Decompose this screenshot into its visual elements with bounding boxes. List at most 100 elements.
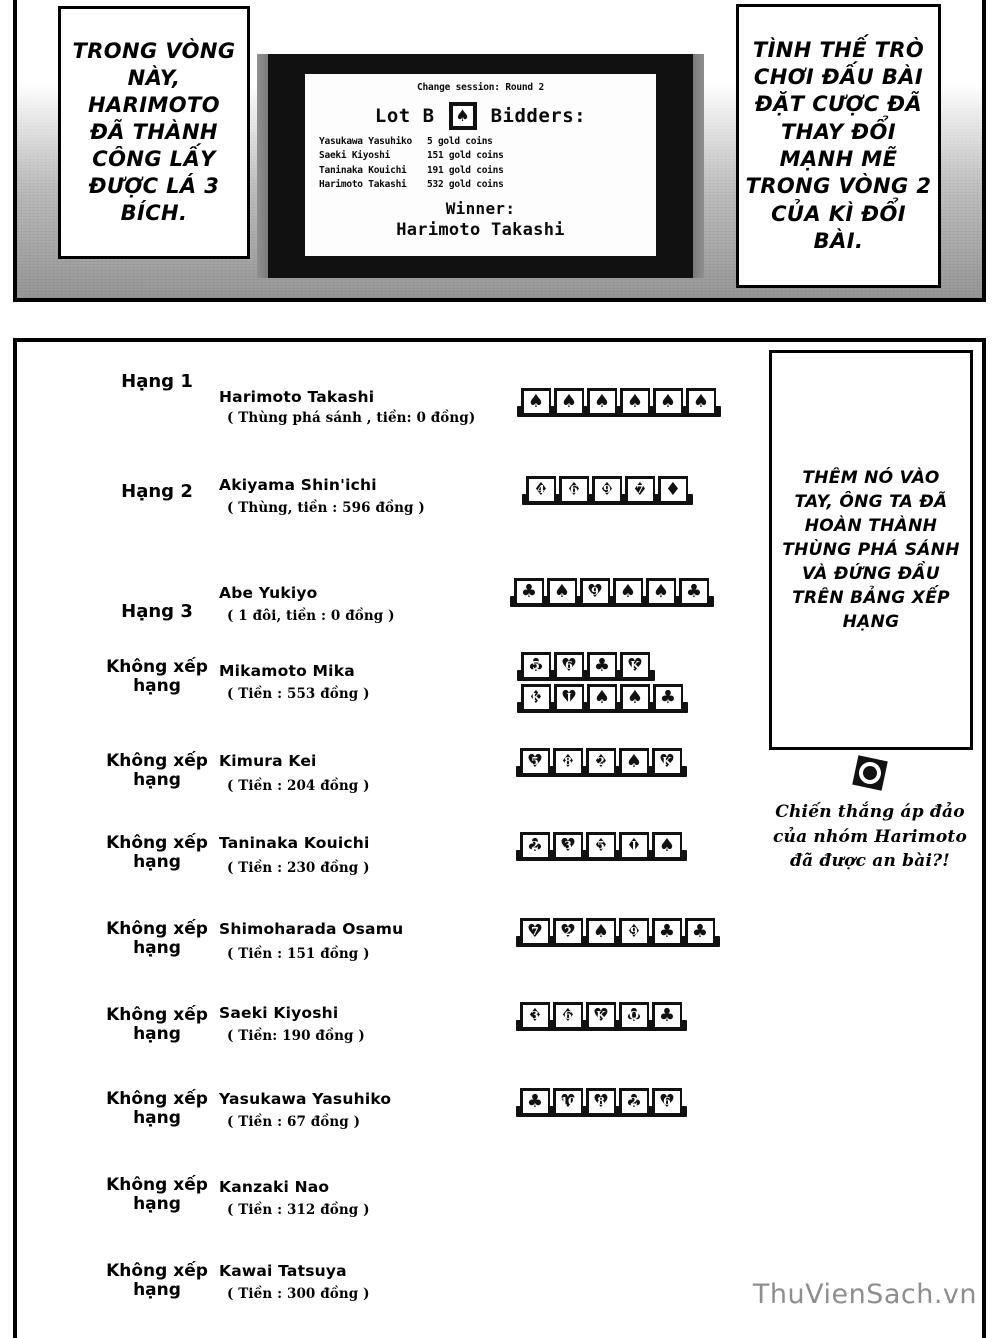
playing-card: ♠ [547, 578, 577, 605]
player-detail: ( Tiền: 190 đồng ) [227, 1028, 365, 1044]
playing-card: ♥9 [580, 578, 610, 605]
card-hand: ♥7♥2♠♦9♣♣ [516, 918, 720, 947]
diamond-suit-icon: ♦ [592, 750, 610, 772]
playing-card: ♦7 [625, 476, 655, 503]
playing-card: ♣ [587, 652, 617, 679]
card-hand: ♣♥10♥8♣2♥6 [516, 1088, 687, 1117]
diamond-suit-icon: ♦ [664, 478, 682, 500]
card-rank: 8 [597, 1095, 605, 1108]
player-name: Abe Yukiyo [219, 584, 318, 602]
card-rank: 2 [531, 839, 539, 852]
rank-label: Không xếp hạng [106, 1261, 208, 1301]
playing-card: ♠ [653, 388, 683, 415]
heart-suit-icon: ♥ [658, 1090, 676, 1112]
playing-card: ♣ [520, 1088, 550, 1115]
heart-suit-icon: ♥ [526, 920, 544, 942]
playing-card: ♠ [619, 748, 649, 775]
playing-card: ♥K [620, 652, 650, 679]
outcome-text: Chiến thắng áp đảo của nhóm Harimoto đã … [772, 802, 968, 872]
player-detail: ( Tiền : 553 đồng ) [227, 686, 370, 702]
player-name: Kawai Tatsuya [219, 1262, 347, 1280]
card-holder [517, 670, 655, 681]
card-holder [516, 936, 720, 947]
bidder-row: Saeki Kiyoshi 151 gold coins [319, 149, 652, 163]
playing-card: ♣ [652, 918, 682, 945]
heart-suit-icon: ♥ [560, 654, 578, 676]
player-name: Kimura Kei [219, 752, 317, 770]
playing-card: ♠ [652, 832, 682, 859]
club-suit-icon: ♣ [593, 654, 611, 676]
spade-suit-icon: ♠ [560, 390, 578, 412]
bidder-name: Saeki Kiyoshi [319, 150, 391, 162]
card-rank: 9 [603, 483, 611, 496]
caption-box-right: TÌNH THẾ TRÒ CHƠI ĐẤU BÀI ĐẶT CƯỢC ĐÃ TH… [736, 4, 941, 288]
heart-suit-icon: ♥ [658, 750, 676, 772]
player-name: Mikamoto Mika [219, 662, 355, 680]
card-rank: 2 [564, 925, 572, 938]
playing-card: ♠ [554, 388, 584, 415]
spade-suit-icon: ♠ [625, 750, 643, 772]
playing-card: ♠ [587, 684, 617, 711]
card-rank: K [596, 1009, 606, 1022]
diamond-suit-icon: ♦ [631, 478, 649, 500]
card-rank: 7 [531, 925, 539, 938]
lot-header-row: Lot B ♠ Bidders: [305, 102, 656, 130]
card-rank: 6 [663, 1095, 671, 1108]
card-holder [517, 406, 721, 417]
playing-card: ♥6 [554, 652, 584, 679]
outcome-block: Chiến thắng áp đảo của nhóm Harimoto đã … [760, 755, 980, 874]
player-detail: ( Tiền : 300 đồng ) [227, 1286, 370, 1302]
rank-label: Không xếp hạng [106, 833, 208, 873]
spade-suit-icon: ♠ [527, 390, 545, 412]
card-rank: 4 [537, 483, 545, 496]
playing-card: ♠ [686, 388, 716, 415]
rank-label: Không xếp hạng [106, 1005, 208, 1045]
heart-suit-icon: ♥ [559, 1090, 577, 1112]
diamond-suit-icon: ♦ [625, 834, 643, 856]
spade-suit-icon: ♠ [626, 390, 644, 412]
playing-card: ♥J [554, 684, 584, 711]
player-name: Taninaka Kouichi [219, 834, 370, 852]
caption-hand-text: THÊM NÓ VÀO TAY, ÔNG TA ĐÃ HOÀN THÀNH TH… [782, 467, 960, 633]
watermark: ThuVienSach.vn [752, 1279, 977, 1310]
card-hand: ♣♠♥9♠♠♣ [510, 578, 714, 607]
card-rank: 10 [560, 1095, 576, 1108]
player-detail: ( Tiền : 312 đồng ) [227, 1202, 370, 1218]
player-name: Shimoharada Osamu [219, 920, 404, 938]
playing-card: ♦3 [520, 1002, 550, 1029]
diamond-suit-icon: ♦ [559, 750, 577, 772]
playing-card: ♥3 [553, 832, 583, 859]
card-rank: 5 [532, 659, 540, 672]
heart-suit-icon: ♥ [626, 654, 644, 676]
spade-suit-icon: ♠ [626, 686, 644, 708]
heart-suit-icon: ♥ [592, 1004, 610, 1026]
playing-card: ♦J [619, 832, 649, 859]
diamond-suit-icon: ♦ [532, 478, 550, 500]
playing-card: ♣ [652, 1002, 682, 1029]
card-hand: ♣2♥3♦5♦J♠ [516, 832, 687, 861]
card-rank: 3 [531, 1009, 539, 1022]
club-suit-icon: ♣ [526, 1090, 544, 1112]
bidder-name: Taninaka Kouichi [319, 164, 407, 176]
playing-card: ♥5 [520, 748, 550, 775]
card-rank: 6 [564, 1009, 572, 1022]
club-suit-icon: ♣ [659, 686, 677, 708]
card-rank: J [631, 839, 637, 852]
card-rank: J [566, 691, 572, 704]
card-hand: ♠♠♠♠♠♠ [517, 388, 721, 417]
bidder-amount: 151 gold coins [427, 150, 504, 162]
caption-box-left: TRONG VÒNG NÀY, HARIMOTO ĐÃ THÀNH CÔNG L… [58, 6, 250, 259]
playing-card: ♣2 [520, 832, 550, 859]
diamond-suit-icon: ♦ [527, 686, 545, 708]
bidder-name: Yasukawa Yasuhiko [319, 136, 412, 147]
playing-card: ♦2 [586, 748, 616, 775]
bidder-amount: 532 gold coins [427, 179, 504, 191]
playing-card: ♦4 [526, 476, 556, 503]
lot-label: Lot B [374, 105, 435, 127]
player-detail: ( Thùng phá sánh , tiền: 0 đồng) [227, 410, 476, 426]
card-rank: 6 [565, 659, 573, 672]
playing-card: ♠ [587, 388, 617, 415]
caption-box-hand-note: THÊM NÓ VÀO TAY, ÔNG TA ĐÃ HOÀN THÀNH TH… [769, 350, 973, 750]
